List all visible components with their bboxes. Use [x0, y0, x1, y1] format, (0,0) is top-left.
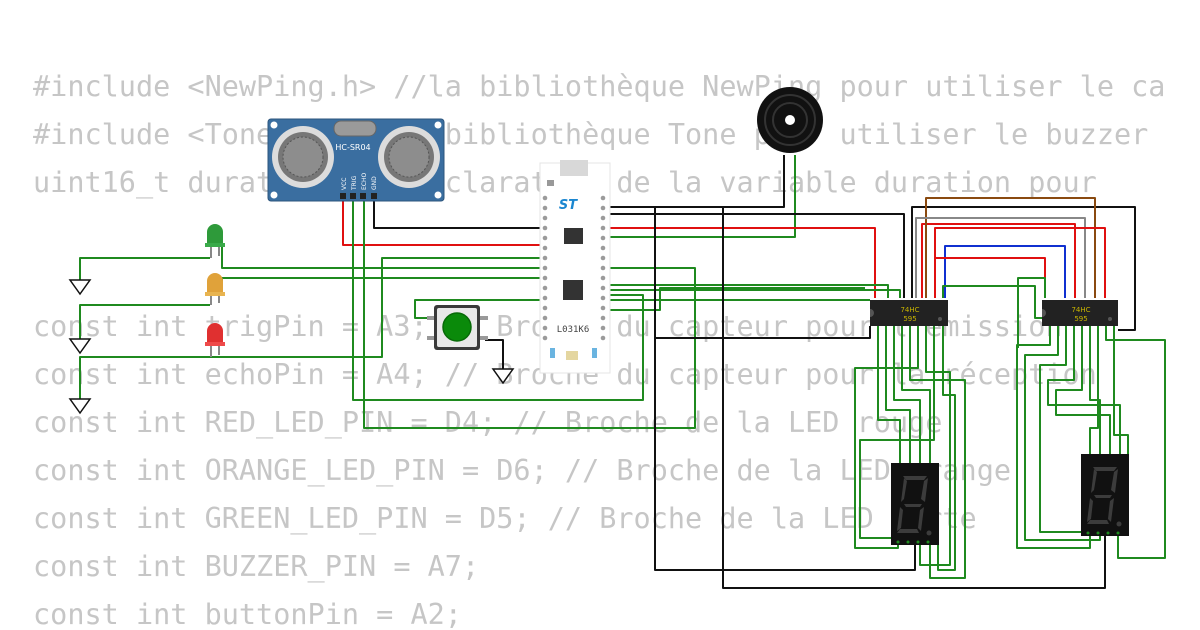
- board-left-pin-header: [542, 195, 548, 341]
- buzzer[interactable]: [757, 87, 823, 153]
- ground-symbol-1: [68, 279, 92, 296]
- wires: [79, 155, 1166, 589]
- code-line-10: const int GREEN_LED_PIN = D5; // Broche …: [33, 502, 977, 535]
- code-line-9: const int ORANGE_LED_PIN = D6; // Broche…: [33, 454, 1012, 487]
- board-right-pin-header: [600, 195, 606, 341]
- ground-symbol-3: [68, 398, 92, 415]
- led-green: [205, 224, 225, 258]
- code-line-1: #include <NewPing.h> //la bibliothèque N…: [33, 70, 1168, 103]
- sensor-pin-trig: TRIG: [351, 175, 358, 191]
- shift-register-left-line1: 74HC: [900, 306, 919, 314]
- st-logo-icon: ST: [559, 198, 578, 213]
- shift-register-right-line1: 74HC: [1071, 306, 1090, 314]
- sensor-right-transducer: [378, 126, 440, 188]
- code-line-12: const int buttonPin = A2;: [33, 598, 462, 630]
- code-line-11: const int BUZZER_PIN = A7;: [33, 550, 480, 583]
- code-line-7: const int echoPin = A4; // Broche du cap…: [33, 358, 1097, 391]
- sensor-pin-echo: ECHO: [361, 173, 368, 190]
- led-orange: [205, 273, 225, 305]
- push-button[interactable]: [427, 305, 488, 350]
- ground-symbol-4: [491, 368, 515, 385]
- board-label: L031K6: [557, 325, 590, 335]
- led-red: [205, 323, 225, 357]
- code-line-8: const int RED_LED_PIN = D4; // Broche de…: [33, 406, 943, 439]
- sensor-left-transducer: [272, 126, 334, 188]
- shift-register-left-line2: 595: [903, 315, 916, 323]
- seven-segment-display-left: [891, 463, 939, 545]
- ground-symbol-2: [68, 338, 92, 355]
- ultrasonic-sensor: HC-SR04 VCC TRIG ECHO GND: [267, 118, 445, 202]
- sensor-pin-vcc: VCC: [341, 178, 348, 190]
- sensor-pin-gnd: GND: [371, 176, 378, 190]
- sensor-label: HC-SR04: [335, 143, 370, 152]
- nucleo-board: ST L031K6: [539, 160, 611, 374]
- seven-segment-display-right: [1081, 454, 1129, 536]
- shift-register-right: 74HC 595: [1042, 300, 1118, 326]
- shift-register-right-line2: 595: [1074, 315, 1087, 323]
- shift-register-left: 74HC 595: [870, 300, 948, 326]
